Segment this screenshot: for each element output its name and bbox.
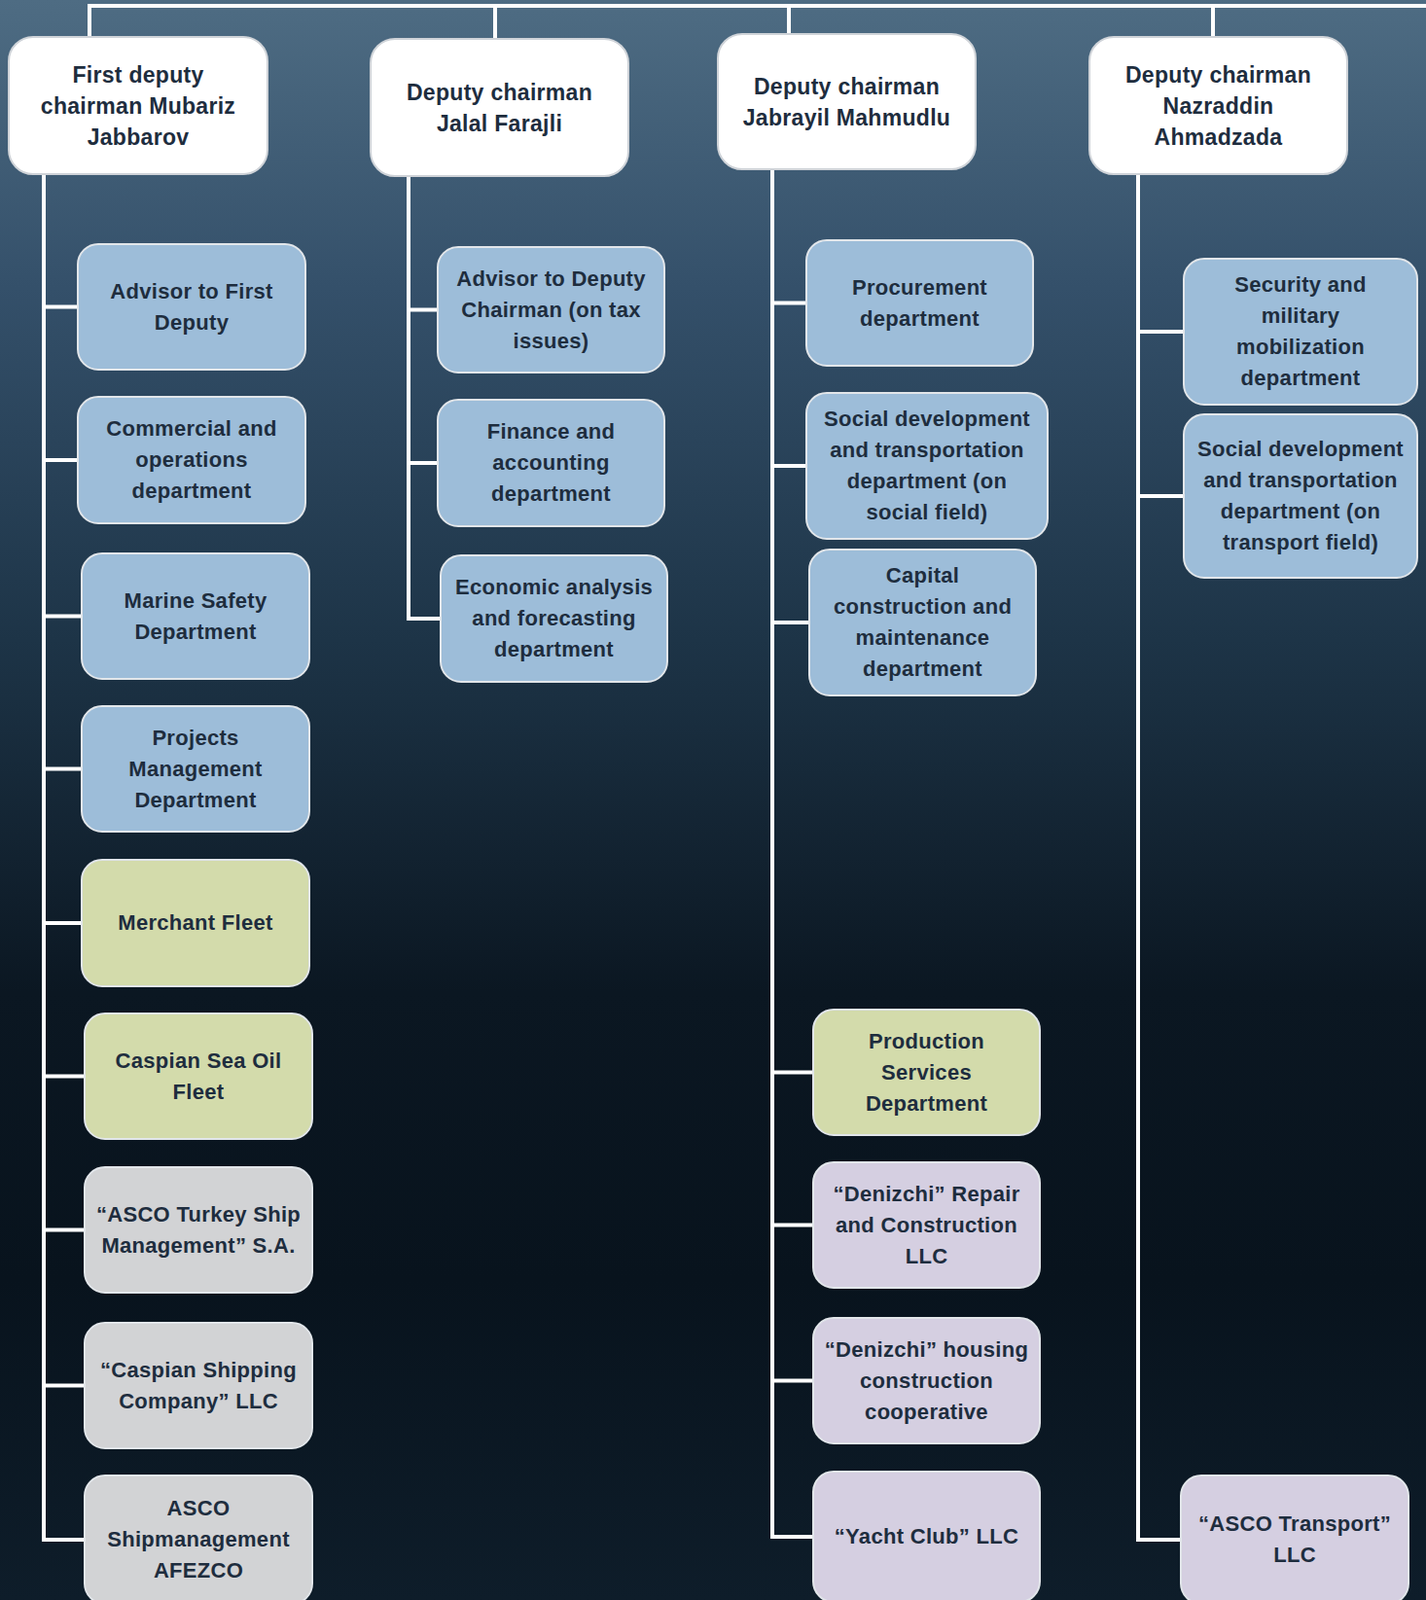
department-box: Security and military mobilization depar…	[1182, 257, 1419, 406]
department-box: “Yacht Club” LLC	[812, 1470, 1041, 1600]
box-label: Advisor to Deputy Chairman (on tax issue…	[448, 263, 654, 357]
box-label: Marine Safety Department	[92, 585, 299, 648]
department-box: “ASCO Transport” LLC	[1179, 1474, 1410, 1600]
department-box: Social development and transportation de…	[1182, 413, 1419, 579]
org-connector	[43, 175, 81, 617]
box-label: Advisor to First Deputy	[88, 276, 295, 339]
department-box: “Denizchi” housing construction cooperat…	[812, 1317, 1041, 1445]
box-label: “Caspian Shipping Company” LLC	[95, 1354, 302, 1418]
org-connector	[772, 170, 806, 466]
department-box: Commercial and operations department	[76, 395, 307, 525]
department-box: Procurement department	[805, 239, 1034, 367]
box-label: Production Services Department	[823, 1026, 1030, 1120]
box-label: “ASCO Turkey Ship Management” S.A.	[95, 1199, 302, 1262]
box-label: Deputy chairman Jabrayil Mahmudlu	[728, 71, 965, 134]
box-label: Projects Management Department	[92, 722, 299, 817]
org-connector	[772, 170, 806, 304]
org-connector	[408, 177, 440, 619]
department-box: Advisor to First Deputy	[76, 243, 307, 371]
department-box: Caspian Sea Oil Fleet	[83, 1012, 314, 1141]
department-box: Economic analysis and forecasting depart…	[439, 554, 669, 683]
box-label: Social development and transportation de…	[817, 403, 1037, 529]
department-box: “Caspian Shipping Company” LLC	[83, 1321, 314, 1450]
box-label: Social development and transportation de…	[1194, 433, 1407, 559]
org-connector	[1138, 175, 1183, 332]
department-box: ASCO Shipmanagement AFEZCO	[83, 1474, 314, 1600]
box-label: First deputy chairman Mubariz Jabbarov	[19, 59, 257, 153]
chairman-box: Deputy chairman Jalal Farajli	[369, 37, 630, 178]
org-connector	[43, 175, 77, 461]
box-label: “Yacht Club” LLC	[834, 1521, 1019, 1553]
org-connector	[772, 170, 809, 623]
department-box: Projects Management Department	[80, 705, 311, 833]
org-connector	[43, 175, 81, 924]
box-label: Economic analysis and forecasting depart…	[451, 571, 657, 666]
box-label: Deputy chairman Jalal Farajli	[381, 76, 618, 140]
department-box: Capital construction and maintenance dep…	[808, 548, 1037, 697]
department-box: “Denizchi” Repair and Construction LLC	[812, 1161, 1041, 1289]
box-label: Commercial and operations department	[88, 413, 295, 507]
department-box: Merchant Fleet	[80, 858, 311, 988]
department-box: Advisor to Deputy Chairman (on tax issue…	[436, 246, 666, 374]
org-connector	[43, 175, 81, 770]
box-label: “Denizchi” Repair and Construction LLC	[823, 1178, 1030, 1273]
chairman-box: First deputy chairman Mubariz Jabbarov	[7, 35, 269, 176]
org-connector	[408, 177, 437, 464]
chairman-box: Deputy chairman Nazraddin Ahmadzada	[1088, 35, 1349, 176]
department-box: “ASCO Turkey Ship Management” S.A.	[83, 1166, 314, 1294]
box-label: Security and military mobilization depar…	[1194, 269, 1407, 394]
chairman-box: Deputy chairman Jabrayil Mahmudlu	[716, 33, 977, 171]
department-box: Finance and accounting department	[436, 398, 666, 528]
org-connector	[408, 177, 437, 311]
org-connector	[772, 170, 813, 1537]
box-label: “Denizchi” housing construction cooperat…	[823, 1334, 1030, 1428]
org-connector	[43, 175, 77, 308]
box-label: Merchant Fleet	[117, 907, 273, 939]
box-label: Deputy chairman Nazraddin Ahmadzada	[1100, 59, 1337, 153]
department-box: Social development and transportation de…	[805, 392, 1049, 540]
department-box: Marine Safety Department	[80, 552, 311, 680]
department-box: Production Services Department	[812, 1008, 1041, 1137]
box-label: Finance and accounting department	[448, 416, 654, 510]
org-connector	[1138, 175, 1183, 497]
org-connector	[1138, 175, 1180, 1540]
org-connector	[43, 175, 84, 1540]
box-label: Procurement department	[817, 272, 1023, 335]
box-label: ASCO Shipmanagement AFEZCO	[95, 1493, 302, 1587]
box-label: “ASCO Transport” LLC	[1191, 1508, 1398, 1571]
box-label: Caspian Sea Oil Fleet	[95, 1045, 302, 1108]
box-label: Capital construction and maintenance dep…	[819, 560, 1026, 685]
